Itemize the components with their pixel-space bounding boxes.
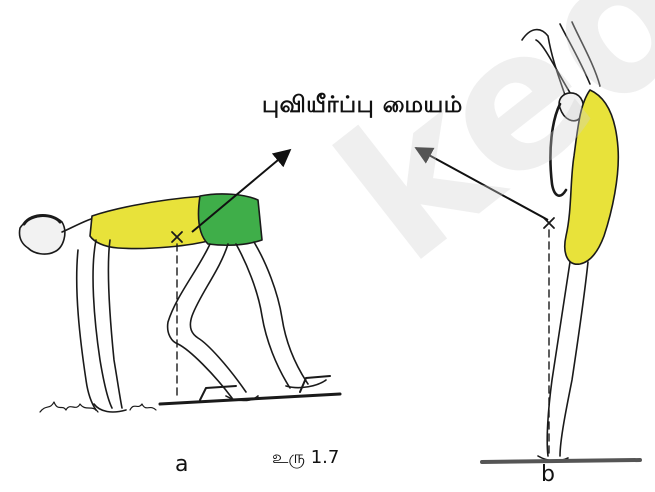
figure-a-label: a <box>175 452 188 477</box>
figure-b-arms <box>522 30 566 98</box>
figure-a-shirt <box>90 196 212 249</box>
figure-a-starting-blocks <box>160 394 340 404</box>
figure-b-legs <box>547 262 570 456</box>
arrow-to-figure-b <box>416 148 548 220</box>
figure-caption: உரு 1.7 <box>272 447 339 470</box>
figure-b-jumper <box>482 22 640 462</box>
figure-b-ground <box>482 460 640 462</box>
figure-a-sprinter <box>19 194 340 412</box>
figure-b-hair <box>550 104 566 196</box>
center-of-gravity-label: புவியீர்ப்பு மையம் <box>262 92 463 121</box>
figure-b-label: b <box>541 462 555 487</box>
